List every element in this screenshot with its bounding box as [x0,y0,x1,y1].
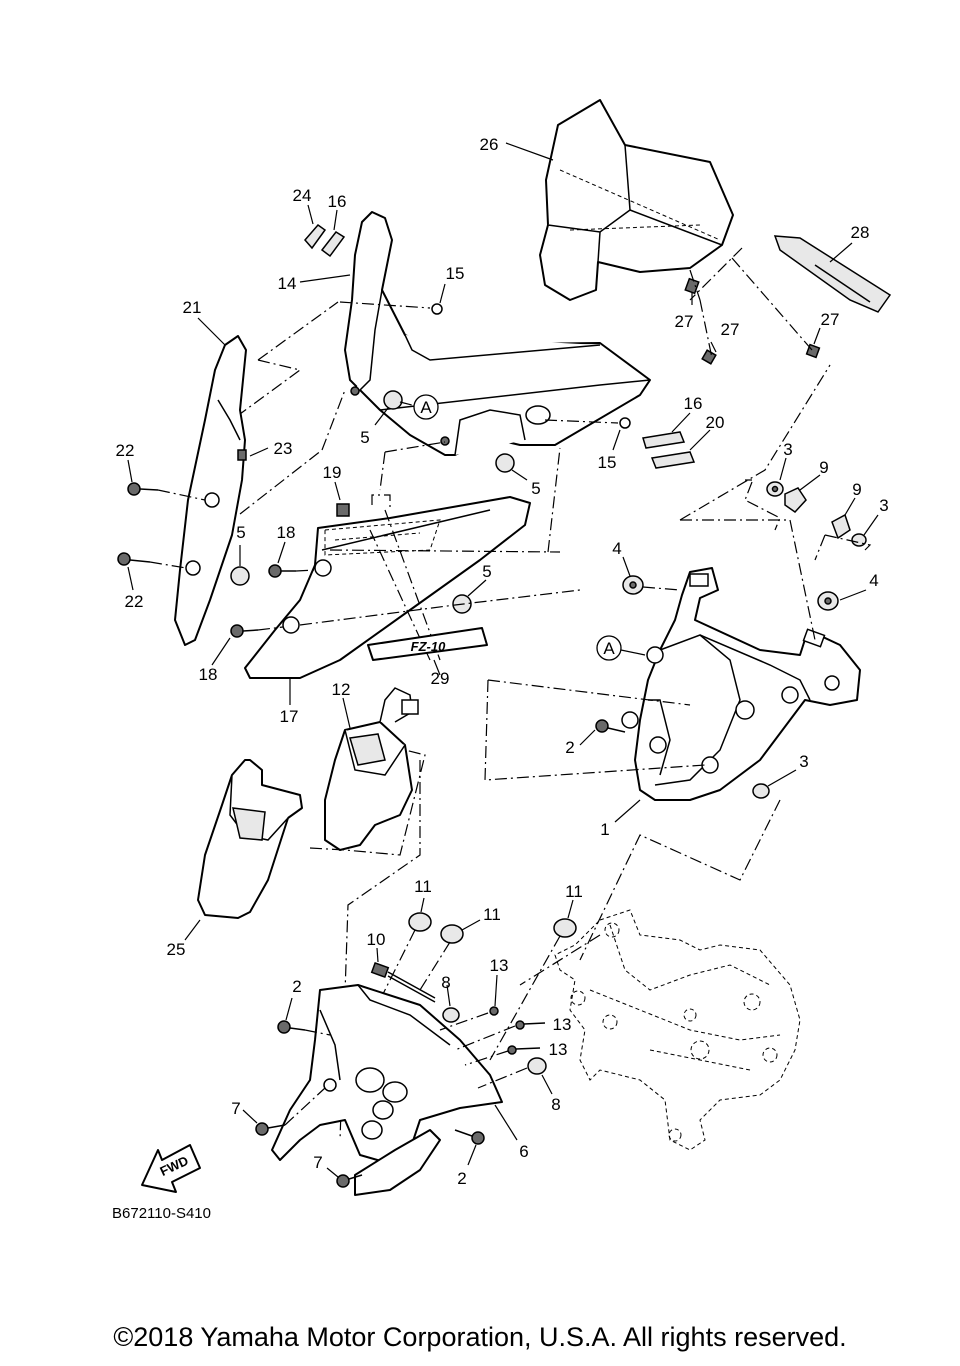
decal-text: FZ-10 [411,639,446,654]
callout-labels: 26 28 27 27 27 24 16 16 14 15 15 21 5 5 … [116,135,889,1188]
bracket-part [484,364,861,823]
callout-5a: 5 [360,428,369,447]
callout-4b: 4 [869,571,878,590]
bolt-2-upper [579,719,626,746]
windshield-part [505,99,734,301]
fwd-arrow-icon: FWD [141,1144,201,1193]
reference-mark-a-lower [596,635,646,661]
callout-19: 19 [323,463,342,482]
callout-22a: 22 [116,441,135,460]
callout-5b: 5 [531,479,540,498]
callout-2a: 2 [565,738,574,757]
bolts-18 [211,541,581,666]
callout-10: 10 [367,930,386,949]
callout-7b: 7 [313,1153,322,1172]
callout-21: 21 [183,298,202,317]
reference-a-lower-label: A [603,639,615,658]
callout-2c: 2 [457,1169,466,1188]
callout-26: 26 [480,135,499,154]
callout-29: 29 [431,669,450,688]
callout-8a: 8 [441,973,450,992]
front-cowling-part [299,211,651,456]
washers-nuts-dampers [579,457,879,961]
callout-2b: 2 [292,977,301,996]
emblems-top [304,204,346,258]
windshield-nuts [684,247,821,365]
callout-3c: 3 [799,752,808,771]
callout-16a: 16 [328,192,347,211]
callout-11c: 11 [565,882,583,901]
callout-1: 1 [600,820,609,839]
reference-mark-a-upper [399,394,439,420]
windshield-decal-part [773,235,892,313]
callout-13b: 13 [553,1015,572,1034]
lower-cover-part [184,759,303,941]
nut-19 [334,481,391,517]
callout-15b: 15 [598,453,617,472]
reference-a-upper-label: A [420,398,432,417]
callout-9a: 9 [819,458,828,477]
side-panel-part [244,441,561,705]
callout-3a: 3 [783,440,792,459]
callout-6: 6 [519,1142,528,1161]
callout-18a: 18 [277,523,296,542]
callout-4a: 4 [612,539,621,558]
callout-3b: 3 [879,496,888,515]
diagram-code: B672110-S410 [112,1205,211,1222]
callout-7a: 7 [231,1099,240,1118]
callout-16b: 16 [684,394,703,413]
callout-14: 14 [278,274,297,293]
callout-18b: 18 [199,665,218,684]
screws-22 [117,459,206,591]
spring-10 [370,947,436,1003]
callout-27a: 27 [675,312,694,331]
graphic-29: FZ-10 [367,627,488,676]
callout-9b: 9 [852,480,861,499]
bolts-15 [339,283,631,451]
callout-11a: 11 [414,877,432,896]
callout-22b: 22 [125,592,144,611]
callout-17: 17 [280,707,299,726]
headlight-part [309,687,426,1141]
callout-20: 20 [706,413,725,432]
callout-23: 23 [274,439,293,458]
callout-5d: 5 [482,562,491,581]
callout-5c: 5 [236,523,245,542]
copyright-notice: ©2018 Yamaha Motor Corporation, U.S.A. A… [113,1322,847,1352]
callout-8b: 8 [551,1095,560,1114]
parts-exploded-diagram: FZ-10 [116,99,892,1196]
grommets-11 [359,897,601,1061]
callout-13c: 13 [549,1040,568,1059]
side-cover-part [174,301,346,646]
frame-part [554,909,801,1151]
callout-12: 12 [332,680,351,699]
callout-28: 28 [851,223,870,242]
callout-11b: 11 [483,905,501,924]
headlight-stay-part [271,984,518,1196]
callout-25: 25 [167,940,186,959]
emblems-right [642,412,711,469]
callout-15a: 15 [446,264,465,283]
callout-27b: 27 [721,320,740,339]
callout-27c: 27 [821,310,840,329]
fasteners-lower [242,974,553,1188]
callout-13a: 13 [490,956,509,975]
callout-24: 24 [293,186,312,205]
